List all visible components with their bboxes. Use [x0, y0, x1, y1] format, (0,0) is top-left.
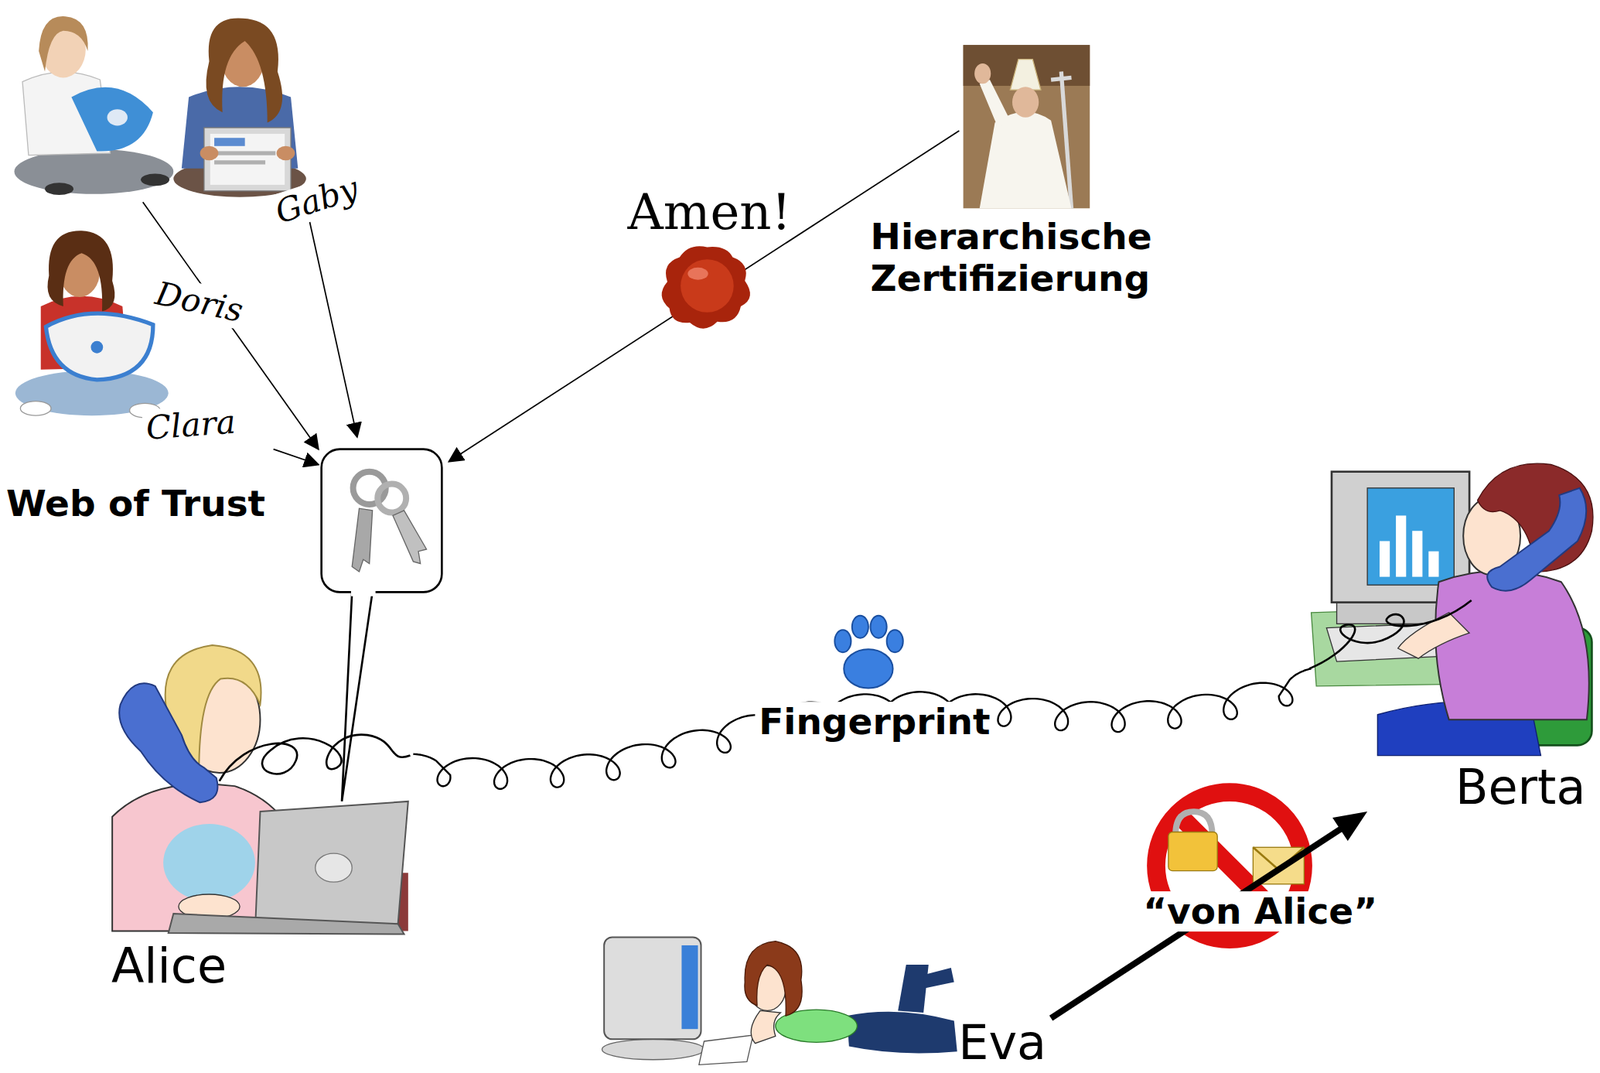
alice-figure-part — [315, 852, 353, 882]
woman-photo-part — [47, 230, 116, 311]
woman-photo-part — [45, 313, 154, 380]
alice-figure-part — [163, 823, 256, 901]
pope-photo-part — [1050, 77, 1072, 80]
woman-photo-part — [44, 182, 74, 195]
woman-photo-part — [20, 401, 52, 416]
key-bubble — [321, 449, 443, 802]
alice-node: Alice — [102, 642, 413, 990]
signature: Gaby — [267, 168, 366, 232]
paw-icon — [834, 615, 903, 689]
eva-figure-part — [602, 1038, 705, 1059]
woman-photo-part — [214, 160, 266, 164]
berta-figure-part — [1367, 487, 1454, 585]
eva-figure-part — [923, 967, 955, 988]
eva-figure-part — [681, 944, 698, 1029]
hierarchy-node: Hierarchische Zertifizierung — [867, 40, 1210, 301]
berta-figure-part — [1398, 612, 1470, 659]
eva-node: Eva — [597, 923, 1051, 1067]
eva-figure-part — [744, 941, 802, 1016]
prohibition-sign-part — [1168, 831, 1218, 870]
woman-photo-part — [276, 146, 296, 161]
berta-figure-part — [1487, 487, 1587, 591]
key-bubble-part — [351, 508, 372, 572]
signature: Clara — [141, 403, 240, 448]
alice-figure-part — [168, 913, 405, 934]
woman-photo — [15, 230, 169, 418]
pope-photo-part — [974, 63, 991, 84]
eva-figure-part — [750, 1009, 781, 1043]
woman-photo-part — [71, 87, 154, 152]
berta-figure — [1311, 463, 1594, 755]
wax-seal-part — [661, 245, 751, 328]
phone-cord — [219, 734, 411, 782]
woman-photo-part — [206, 18, 284, 123]
edge-label: “von Alice” — [1139, 890, 1382, 932]
paw-icon-part — [834, 629, 851, 652]
pope-photo-part — [979, 79, 1011, 128]
pope-photo-part — [979, 112, 1072, 209]
berta-figure-part — [1379, 540, 1390, 577]
person-name: Alice — [111, 941, 227, 990]
woman-photo-part — [204, 127, 291, 192]
woman-photo-part — [214, 150, 276, 155]
authority-label: Hierarchische Zertifizierung — [870, 215, 1210, 300]
exclamation-label: Amen! — [624, 184, 795, 242]
berta-figure-part — [1435, 570, 1590, 720]
pope-photo-part — [963, 44, 1091, 209]
paw-icon-part — [886, 629, 904, 652]
woman-photo — [173, 18, 307, 198]
key-bubble-part — [321, 449, 443, 593]
key-bubble-part — [341, 591, 373, 802]
woman-photo — [13, 16, 174, 195]
alice-figure — [112, 644, 409, 934]
woman-photo-part — [140, 173, 170, 186]
paw-icon-part — [852, 615, 869, 638]
wax-seal-part — [687, 267, 708, 280]
eva-figure-part — [603, 936, 701, 1039]
wax-seal — [661, 245, 751, 328]
person-name: Eva — [958, 1018, 1047, 1067]
eva-figure — [602, 936, 958, 1065]
woman-photo-part — [90, 341, 103, 354]
phone-cord — [1309, 600, 1472, 669]
wax-seal-part — [680, 259, 734, 313]
alice-figure-part — [119, 682, 218, 802]
woman-photo-part — [13, 149, 174, 195]
paw-icon-part — [870, 615, 887, 638]
signature-line-part — [273, 449, 319, 465]
edge-label: Fingerprint — [754, 701, 994, 742]
pope-photo-part — [1009, 59, 1041, 91]
signature: Doris — [149, 273, 250, 331]
key-bubble-part — [392, 510, 427, 564]
woman-photo-part — [200, 146, 219, 161]
person-name: Berta — [1455, 763, 1586, 812]
pope-photo — [963, 44, 1091, 209]
pope-photo-part — [1012, 86, 1039, 118]
woman-photo-part — [38, 16, 89, 72]
arrow-head — [1332, 811, 1368, 841]
eva-figure-part — [846, 1011, 958, 1054]
woman-photo-part — [107, 109, 128, 126]
group-label: Web of Trust — [6, 483, 266, 524]
paw-icon-part — [843, 648, 893, 688]
berta-node: Berta — [1311, 453, 1593, 812]
signature-line-part — [309, 219, 358, 437]
key-bubble-part — [351, 587, 376, 597]
woman-photo-part — [214, 137, 246, 147]
berta-figure-part — [1395, 515, 1406, 577]
woman-photo-part — [210, 133, 285, 185]
alice-figure-part — [255, 801, 409, 932]
berta-figure-part — [1412, 530, 1423, 577]
eva-figure-part — [897, 964, 929, 1013]
eva-figure-part — [699, 1034, 754, 1065]
berta-figure-part — [1428, 551, 1439, 577]
key-bubble-part — [377, 484, 406, 513]
